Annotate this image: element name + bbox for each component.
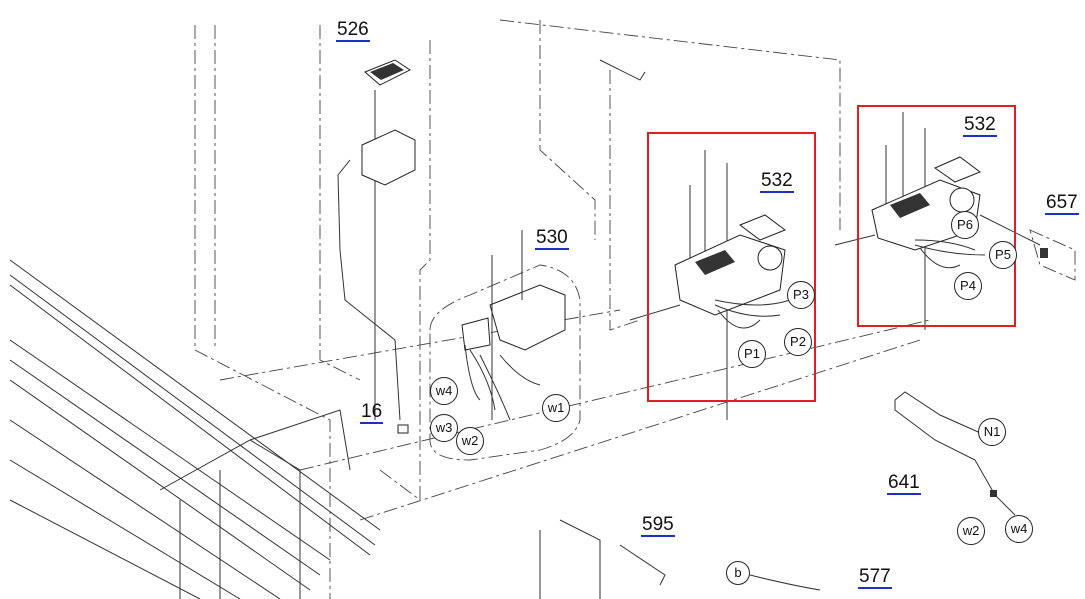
callout-w4: w4 — [430, 377, 458, 405]
frame-outline — [499, 19, 841, 230]
callout-p2: P2 — [784, 328, 812, 356]
part-number-530[interactable]: 530 — [535, 227, 569, 250]
callout-w2-641: w2 — [957, 517, 985, 545]
cable — [749, 574, 821, 591]
part-number-526[interactable]: 526 — [336, 19, 370, 42]
part-657-outline — [1029, 229, 1076, 281]
callout-w2: w2 — [456, 427, 484, 455]
part-number-532-right[interactable]: 532 — [963, 114, 997, 137]
part-641-cable — [894, 391, 1016, 516]
highlight-box-532-left — [647, 132, 816, 402]
part-532-cap — [933, 156, 982, 183]
part-16 — [397, 424, 409, 434]
connector — [990, 490, 997, 497]
part-number-16[interactable]: 16 — [360, 401, 384, 424]
callout-b: b — [726, 561, 750, 585]
part-530-motor — [461, 317, 491, 351]
part-number-641[interactable]: 641 — [887, 472, 921, 495]
tube — [834, 214, 1041, 246]
cables — [714, 299, 791, 329]
tube — [337, 159, 401, 421]
callout-p5: P5 — [989, 241, 1017, 269]
callout-n1: N1 — [978, 418, 1006, 446]
tube — [629, 304, 681, 321]
cables — [914, 239, 986, 269]
part-532-left — [674, 234, 786, 316]
callout-p1: P1 — [738, 340, 766, 368]
part-number-657[interactable]: 657 — [1045, 192, 1079, 215]
callout-w1: w1 — [542, 394, 570, 422]
cable — [599, 59, 646, 81]
part-number-577[interactable]: 577 — [858, 566, 892, 589]
part-530-body — [489, 284, 566, 351]
callout-p4: P4 — [954, 272, 982, 300]
part-657 — [1040, 248, 1048, 258]
callout-w3: w3 — [430, 414, 458, 442]
frame-outline — [319, 25, 361, 381]
part-530-group — [429, 264, 581, 461]
cables — [464, 344, 541, 421]
callout-p3: P3 — [787, 281, 815, 309]
cable-route — [539, 20, 596, 240]
frame-outline — [379, 40, 431, 501]
cable-route — [609, 70, 641, 331]
callout-w4-641: w4 — [1005, 515, 1033, 543]
part-number-595[interactable]: 595 — [641, 514, 675, 537]
part-number-532-left[interactable]: 532 — [760, 170, 794, 193]
highlight-box-532-right — [857, 105, 1016, 327]
screw-axis — [491, 230, 523, 420]
filter-mesh — [370, 63, 404, 80]
printer-chassis — [9, 259, 666, 599]
part-532-cap — [738, 214, 787, 241]
callout-p6: P6 — [951, 211, 979, 239]
mesh — [890, 193, 930, 218]
gear — [757, 245, 783, 271]
part-526-box — [361, 129, 416, 186]
frame-outline — [194, 25, 331, 599]
mesh — [695, 250, 735, 275]
